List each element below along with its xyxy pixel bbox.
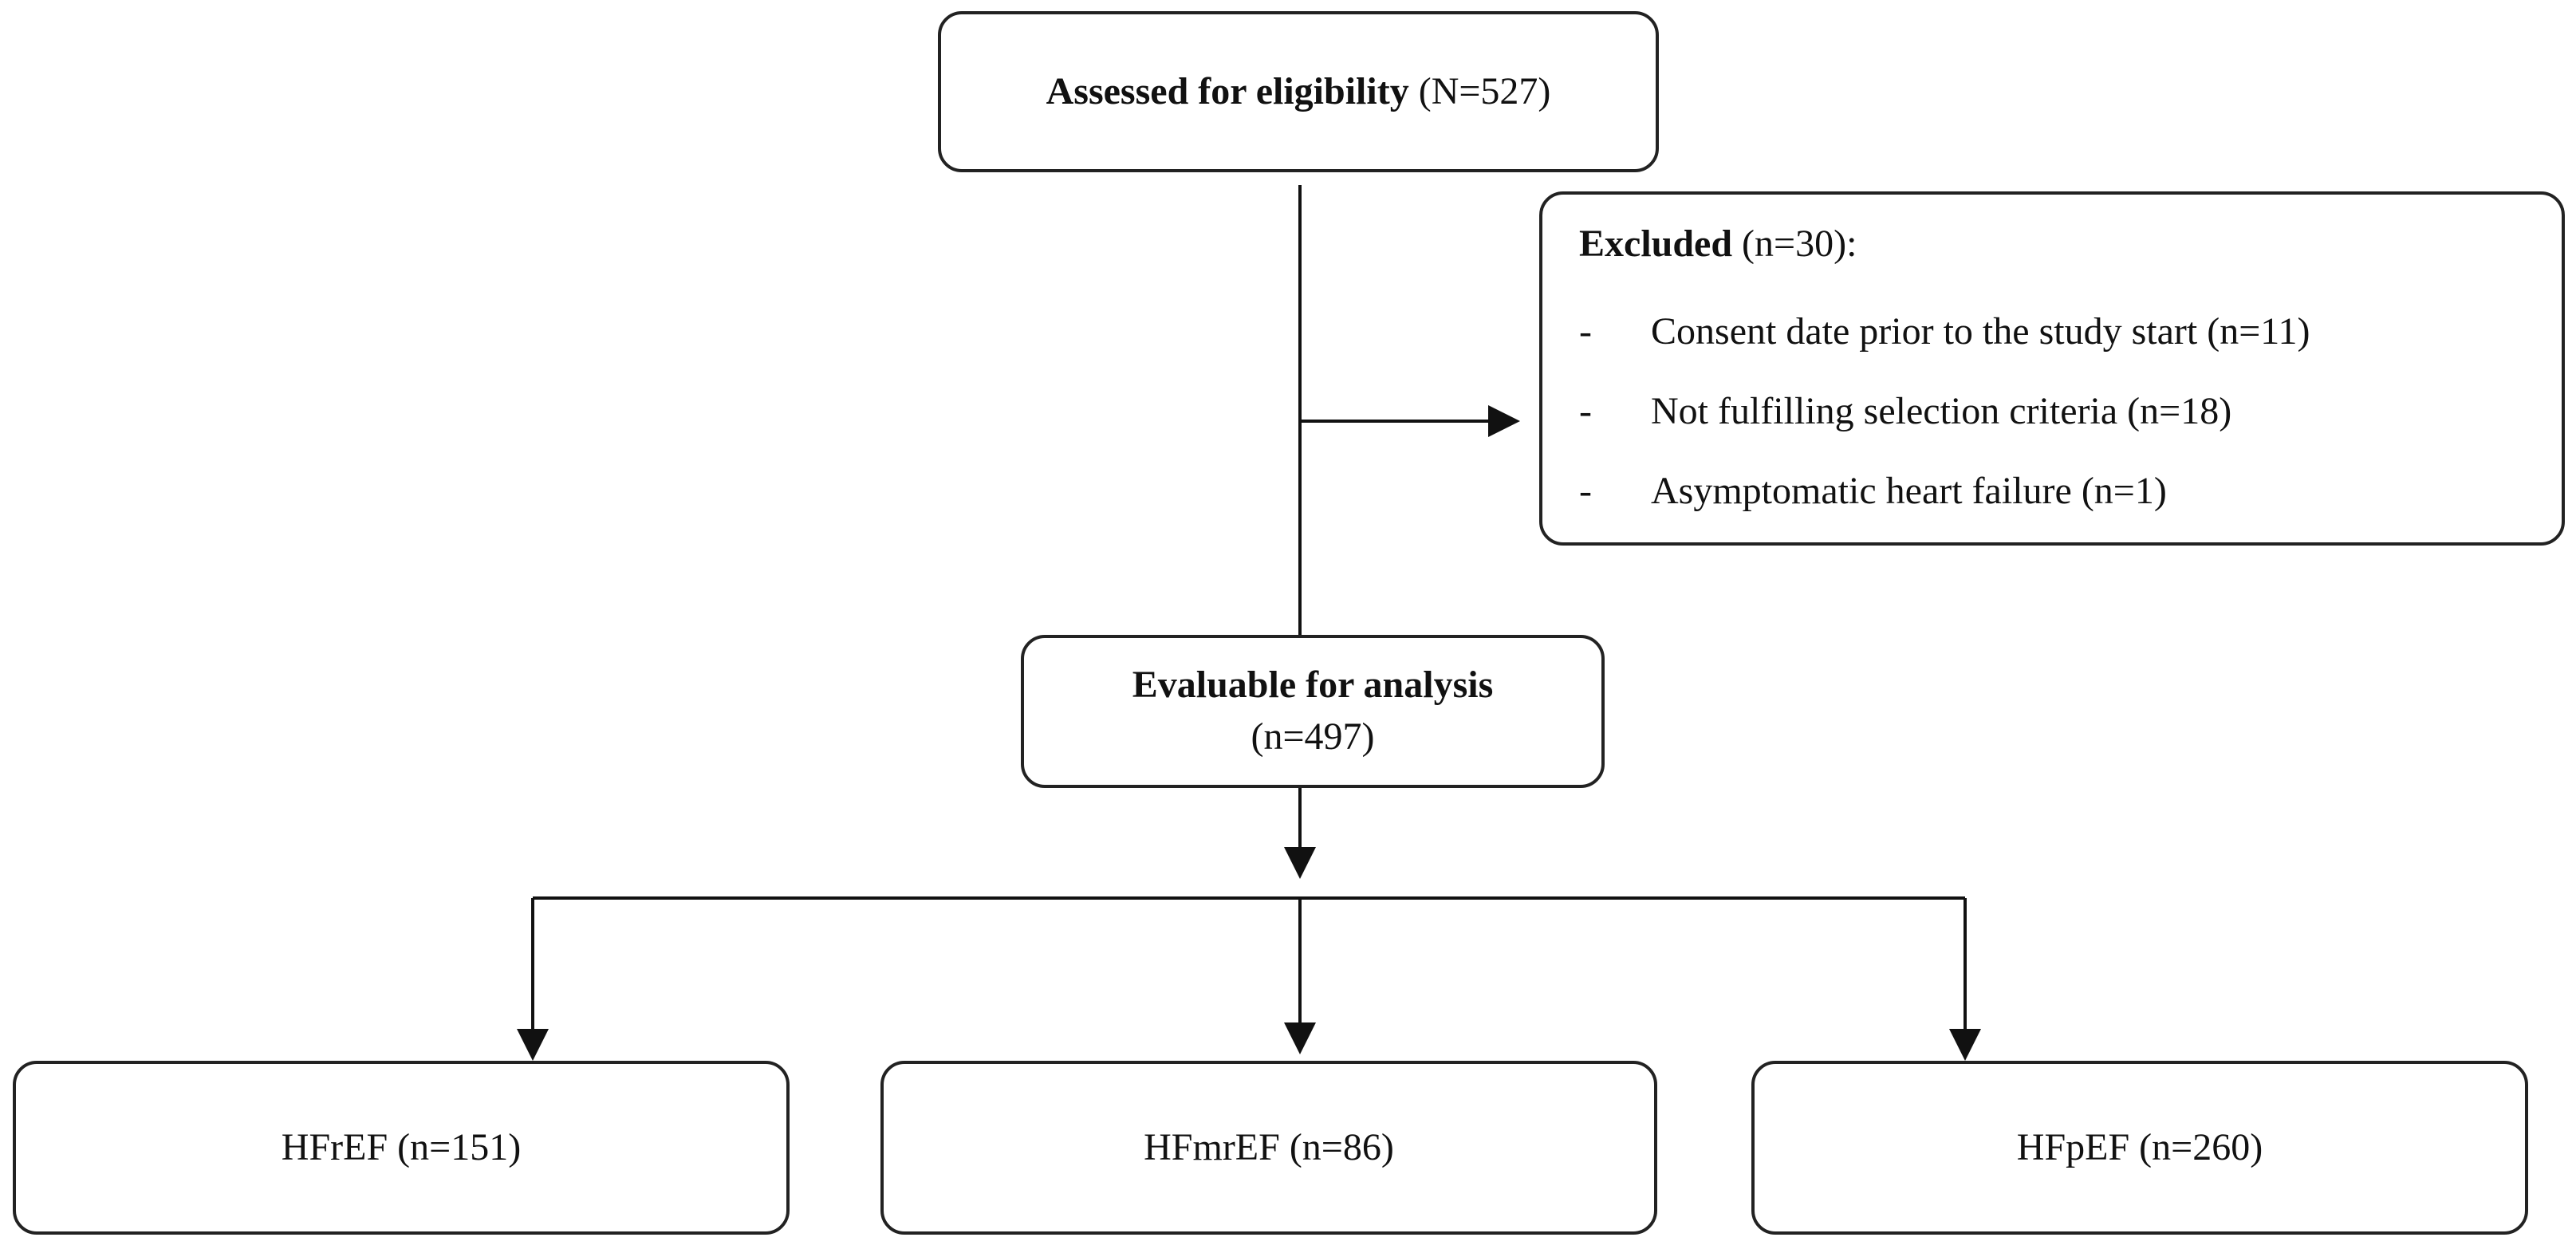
excluded-count: (n=30): xyxy=(1742,223,1857,265)
bullet-dash: - xyxy=(1579,390,1592,433)
evaluable-label: Evaluable for analysis xyxy=(1132,664,1494,707)
hfref-label: HFrEF (n=151) xyxy=(281,1125,522,1168)
hfref-box: HFrEF (n=151) xyxy=(13,1061,790,1235)
excluded-heading: Excluded (n=30): xyxy=(1579,219,1857,270)
assessed-text: Assessed for eligibility (N=527) xyxy=(1046,66,1551,118)
excluded-item-text: Not fulfilling selection criteria (n=18) xyxy=(1651,390,2232,433)
excluded-label: Excluded xyxy=(1579,223,1733,265)
excluded-item: - Asymptomatic heart failure (n=1) xyxy=(1579,452,2167,532)
excluded-item: - Not fulfilling selection criteria (n=18… xyxy=(1579,372,2231,452)
hfpef-label: HFpEF (n=260) xyxy=(2016,1125,2263,1168)
excluded-item: - Consent date prior to the study start (… xyxy=(1579,293,2310,372)
hfpef-box: HFpEF (n=260) xyxy=(1751,1061,2528,1235)
hfmref-box: HFmrEF (n=86) xyxy=(880,1061,1657,1235)
hfmref-label: HFmrEF (n=86) xyxy=(1144,1125,1394,1168)
excluded-item-text: Consent date prior to the study start (n… xyxy=(1651,310,2310,353)
excluded-item-text: Asymptomatic heart failure (n=1) xyxy=(1651,470,2167,513)
assessed-box: Assessed for eligibility (N=527) xyxy=(938,11,1659,172)
bullet-dash: - xyxy=(1579,470,1592,513)
evaluable-count: (n=497) xyxy=(1251,715,1375,758)
evaluable-box: Evaluable for analysis (n=497) xyxy=(1021,635,1605,788)
excluded-box: Excluded (n=30): - Consent date prior to … xyxy=(1539,191,2565,546)
bullet-dash: - xyxy=(1579,310,1592,353)
assessed-count: (N=527) xyxy=(1418,69,1551,112)
assessed-label: Assessed for eligibility xyxy=(1046,69,1409,112)
